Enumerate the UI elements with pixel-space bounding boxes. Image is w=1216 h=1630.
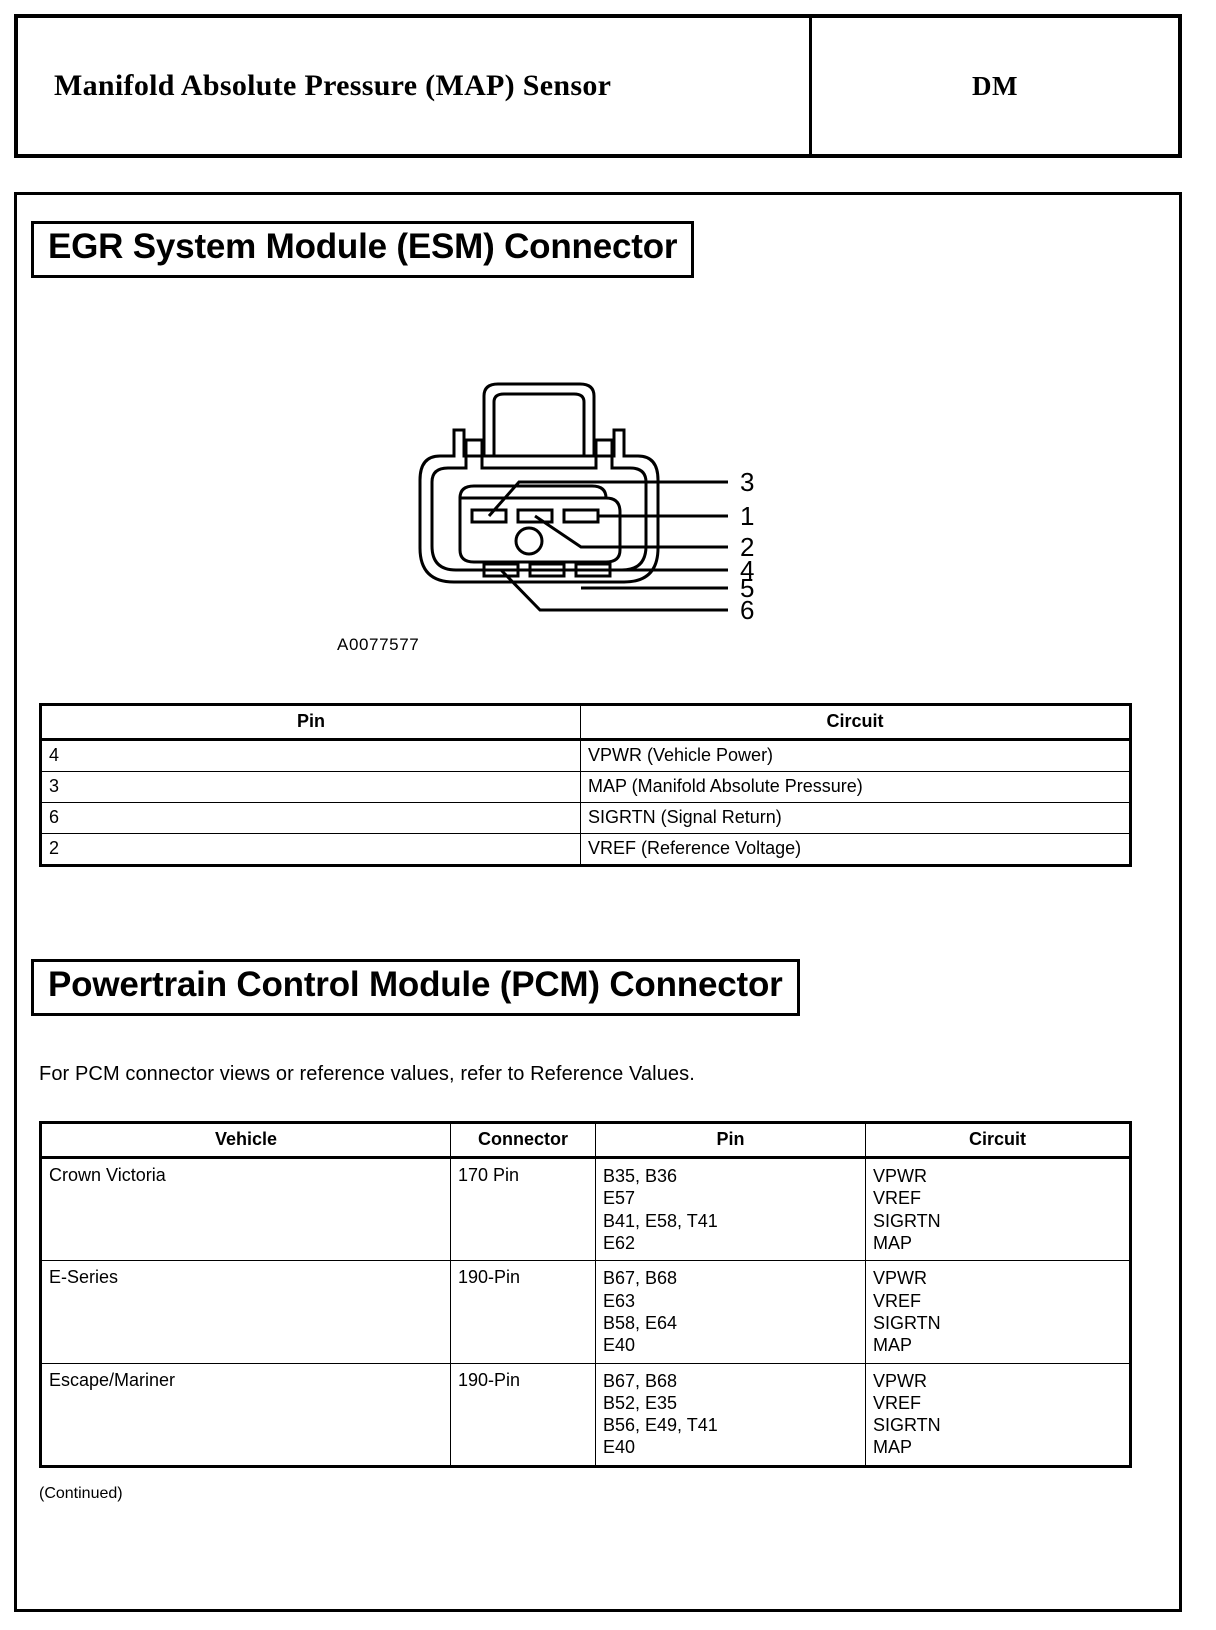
table-row: 2 VREF (Reference Voltage) (40, 833, 1131, 866)
cell-connector: 190-Pin (450, 1260, 596, 1364)
cell-pin: 3 (40, 771, 581, 803)
section-header-esm: EGR System Module (ESM) Connector (31, 221, 695, 278)
cell-vehicle: E-Series (40, 1260, 451, 1364)
cell-vehicle: Crown Victoria (40, 1156, 451, 1262)
table-row: 6 SIGRTN (Signal Return) (40, 802, 1131, 834)
circuit-line: VREF (873, 1392, 922, 1413)
continued-label: (Continued) (39, 1485, 123, 1502)
column-header-pin: Pin (40, 704, 581, 741)
connector-diagram-svg: 3 1 2 4 5 6 (418, 382, 754, 625)
cell-pin: 4 (40, 739, 581, 772)
esm-connector-figure: 3 1 2 4 5 6 (17, 370, 1179, 635)
pin-line: B67, B68 (603, 1370, 678, 1391)
circuit-line: SIGRTN (873, 1210, 941, 1231)
callout-leader-lines (487, 480, 728, 612)
column-header-connector: Connector (450, 1122, 596, 1159)
callout-4: 4 (740, 555, 754, 585)
circuit-line: VPWR (873, 1166, 927, 1186)
page-title: Manifold Absolute Pressure (MAP) Sensor (54, 68, 612, 102)
section-code: DM (972, 70, 1018, 101)
pin-line: B58, E64 (603, 1312, 678, 1333)
cell-pin: 2 (40, 833, 581, 866)
page-body-frame: EGR System Module (ESM) Connector (14, 192, 1182, 1612)
column-header-pin: Pin (595, 1122, 866, 1159)
pin-line: E40 (603, 1335, 636, 1356)
circuit-line: MAP (873, 1437, 913, 1458)
pcm-reference-note: For PCM connector views or reference val… (39, 1063, 695, 1085)
page-header-code-cell: DM (812, 18, 1178, 154)
cell-circuits: VPWR VREF SIGRTN MAP (865, 1156, 1131, 1262)
table-header-row: Vehicle Connector Pin Circuit (40, 1122, 1131, 1159)
cell-connector: 190-Pin (450, 1362, 596, 1467)
cell-vehicle: Escape/Mariner (40, 1362, 451, 1467)
circuit-line: SIGRTN (873, 1312, 941, 1333)
table-row: 3 MAP (Manifold Absolute Pressure) (40, 771, 1131, 803)
cell-pins: B67, B68 B52, E35 B56, E49, T41 E40 (595, 1362, 866, 1467)
figure-id-label: A0077577 (337, 635, 420, 654)
pin-line: B35, B36 (603, 1166, 678, 1186)
cell-circuits: VPWR VREF SIGRTN MAP (865, 1260, 1131, 1364)
cell-circuit: VPWR (Vehicle Power) (580, 739, 1131, 772)
cell-circuit: VREF (Reference Voltage) (580, 833, 1131, 866)
section-header-esm-label: EGR System Module (ESM) Connector (48, 227, 678, 266)
cell-circuit: SIGRTN (Signal Return) (580, 802, 1131, 834)
callout-5: 5 (740, 573, 754, 603)
pin-line: B41, E58, T41 (603, 1210, 718, 1231)
pin-line: B52, E35 (603, 1392, 678, 1413)
cell-pin: 6 (40, 802, 581, 834)
cell-pins: B35, B36 E57 B41, E58, T41 E62 (595, 1156, 866, 1262)
alignment-hole (514, 526, 544, 556)
callout-6: 6 (740, 595, 754, 625)
pcm-connector-table: Vehicle Connector Pin Circuit Crown Vict… (39, 1121, 1132, 1468)
esm-pin-table: Pin Circuit 4 VPWR (Vehicle Power) 3 MAP… (39, 703, 1132, 867)
cell-circuits: VPWR VREF SIGRTN MAP (865, 1362, 1131, 1467)
table-row: Escape/Mariner 190-Pin B67, B68 B52, E35… (40, 1362, 1131, 1467)
callout-numbers: 3 1 2 4 5 6 (740, 467, 754, 625)
circuit-line: MAP (873, 1335, 913, 1356)
section-header-pcm: Powertrain Control Module (PCM) Connecto… (31, 959, 800, 1016)
table-header-row: Pin Circuit (40, 704, 1131, 741)
column-header-circuit: Circuit (865, 1122, 1131, 1159)
table-row: E-Series 190-Pin B67, B68 E63 B58, E64 E… (40, 1260, 1131, 1364)
page-header-title-cell: Manifold Absolute Pressure (MAP) Sensor (18, 18, 812, 154)
cell-pins: B67, B68 E63 B58, E64 E40 (595, 1260, 866, 1364)
table-row: Crown Victoria 170 Pin B35, B36 E57 B41,… (40, 1156, 1131, 1262)
pin-line: B56, E49, T41 (603, 1415, 718, 1436)
callout-1: 1 (740, 501, 754, 531)
callout-2: 2 (740, 532, 754, 562)
cell-circuit: MAP (Manifold Absolute Pressure) (580, 771, 1131, 803)
pin-line: E57 (603, 1188, 636, 1209)
circuit-line: VREF (873, 1188, 922, 1209)
column-header-vehicle: Vehicle (40, 1122, 451, 1159)
pin-line: E62 (603, 1232, 636, 1253)
column-header-circuit: Circuit (580, 704, 1131, 741)
table-row: 4 VPWR (Vehicle Power) (40, 739, 1131, 772)
circuit-line: VREF (873, 1290, 922, 1311)
circuit-line: VPWR (873, 1268, 927, 1289)
circuit-line: VPWR (873, 1370, 927, 1391)
circuit-line: MAP (873, 1232, 913, 1253)
pin-line: B67, B68 (603, 1268, 678, 1289)
circuit-line: SIGRTN (873, 1415, 941, 1436)
callout-3: 3 (740, 467, 754, 497)
cell-connector: 170 Pin (450, 1156, 596, 1262)
page-header: Manifold Absolute Pressure (MAP) Sensor … (14, 14, 1182, 158)
section-header-pcm-label: Powertrain Control Module (PCM) Connecto… (48, 965, 783, 1004)
pin-line: E40 (603, 1437, 636, 1458)
terminal-slots-bottom (482, 562, 612, 578)
pin-line: E63 (603, 1290, 636, 1311)
